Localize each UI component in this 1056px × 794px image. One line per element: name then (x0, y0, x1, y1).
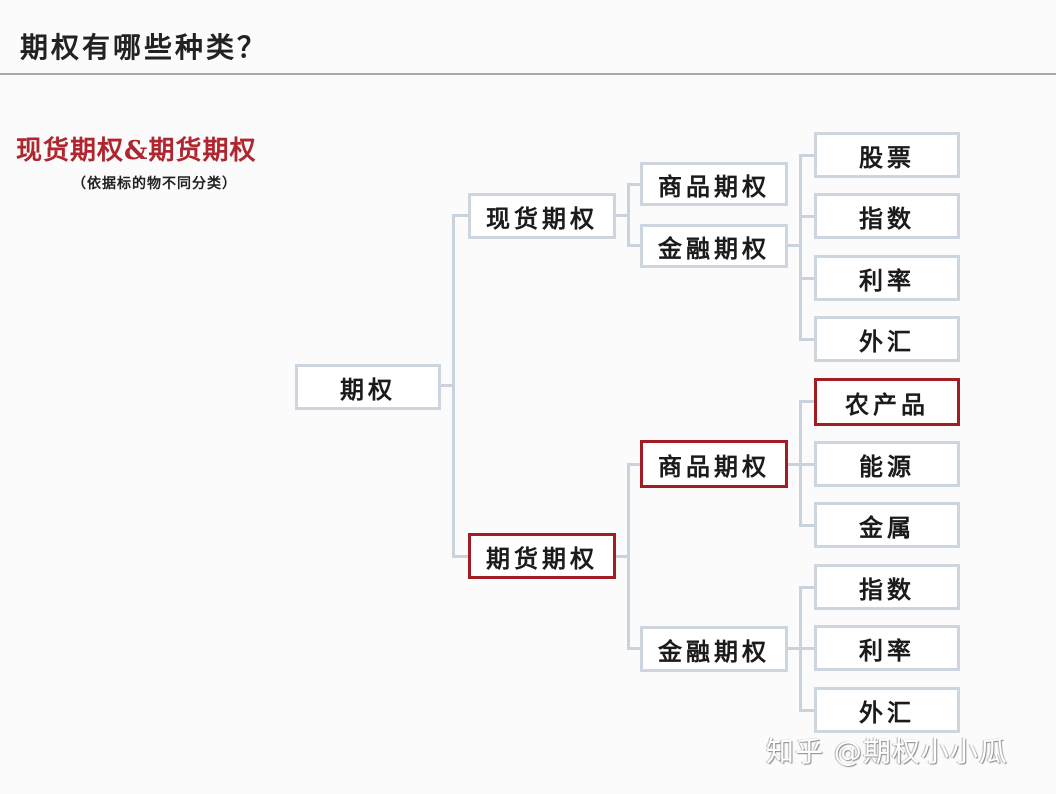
node-label: 商品期权 (658, 171, 770, 201)
node-label: 指数 (859, 574, 915, 604)
node-label: 外汇 (859, 697, 915, 727)
leaf-futures-metals: 金属 (814, 502, 960, 548)
node-futures-financial: 金融期权 (640, 626, 788, 672)
node-spot-financial: 金融期权 (640, 224, 788, 268)
section-heading: 现货期权&期货期权 (16, 136, 257, 166)
connector (627, 183, 630, 246)
connector (799, 463, 815, 466)
leaf-spot-stock: 股票 (814, 132, 960, 178)
node-spot-commodity: 商品期权 (640, 162, 788, 206)
node-label: 指数 (859, 203, 915, 233)
section-note: （依据标的物不同分类） (72, 176, 237, 192)
connector (627, 463, 641, 466)
connector (799, 400, 815, 403)
leaf-futures-forex: 外汇 (814, 687, 960, 733)
node-label: 股票 (859, 142, 915, 172)
connector (627, 647, 641, 650)
connector (440, 384, 454, 387)
node-label: 金融期权 (658, 233, 770, 263)
connector (452, 214, 470, 217)
leaf-futures-index: 指数 (814, 564, 960, 610)
leaf-futures-agricultural: 农产品 (814, 378, 960, 426)
connector (799, 647, 815, 650)
connector (799, 524, 815, 527)
connector (627, 244, 641, 247)
leaf-futures-interest-rate: 利率 (814, 625, 960, 671)
leaf-spot-interest-rate: 利率 (814, 255, 960, 301)
watermark: 知乎 @期权小小瓜 (766, 735, 1008, 768)
node-futures-options: 期货期权 (468, 533, 616, 579)
connector (627, 463, 630, 649)
connector (614, 214, 630, 217)
connector (799, 277, 815, 280)
connector (786, 463, 802, 466)
node-label: 期货期权 (486, 543, 598, 573)
connector (799, 154, 815, 157)
node-label: 金属 (859, 512, 915, 542)
node-label: 农产品 (845, 389, 929, 419)
connector (799, 586, 815, 589)
node-label: 现货期权 (486, 203, 598, 233)
node-futures-commodity: 商品期权 (640, 440, 788, 488)
node-label: 金融期权 (658, 636, 770, 666)
title-divider (0, 73, 1056, 75)
connector (614, 555, 630, 558)
connector (786, 647, 802, 650)
node-label: 外汇 (859, 326, 915, 356)
connector (452, 214, 455, 558)
page-title: 期权有哪些种类？ (20, 31, 269, 64)
node-root-options: 期权 (295, 364, 441, 410)
node-label: 商品期权 (658, 451, 770, 481)
node-spot-options: 现货期权 (468, 193, 616, 239)
node-label: 利率 (859, 635, 915, 665)
node-label: 利率 (859, 265, 915, 295)
leaf-spot-index: 指数 (814, 193, 960, 239)
connector (799, 338, 815, 341)
node-label: 期权 (340, 374, 396, 404)
connector (786, 244, 802, 247)
connector (452, 555, 470, 558)
connector (799, 215, 815, 218)
leaf-spot-forex: 外汇 (814, 316, 960, 362)
connector (799, 709, 815, 712)
leaf-futures-energy: 能源 (814, 441, 960, 487)
connector (799, 154, 802, 340)
node-label: 能源 (859, 451, 915, 481)
connector (627, 183, 641, 186)
